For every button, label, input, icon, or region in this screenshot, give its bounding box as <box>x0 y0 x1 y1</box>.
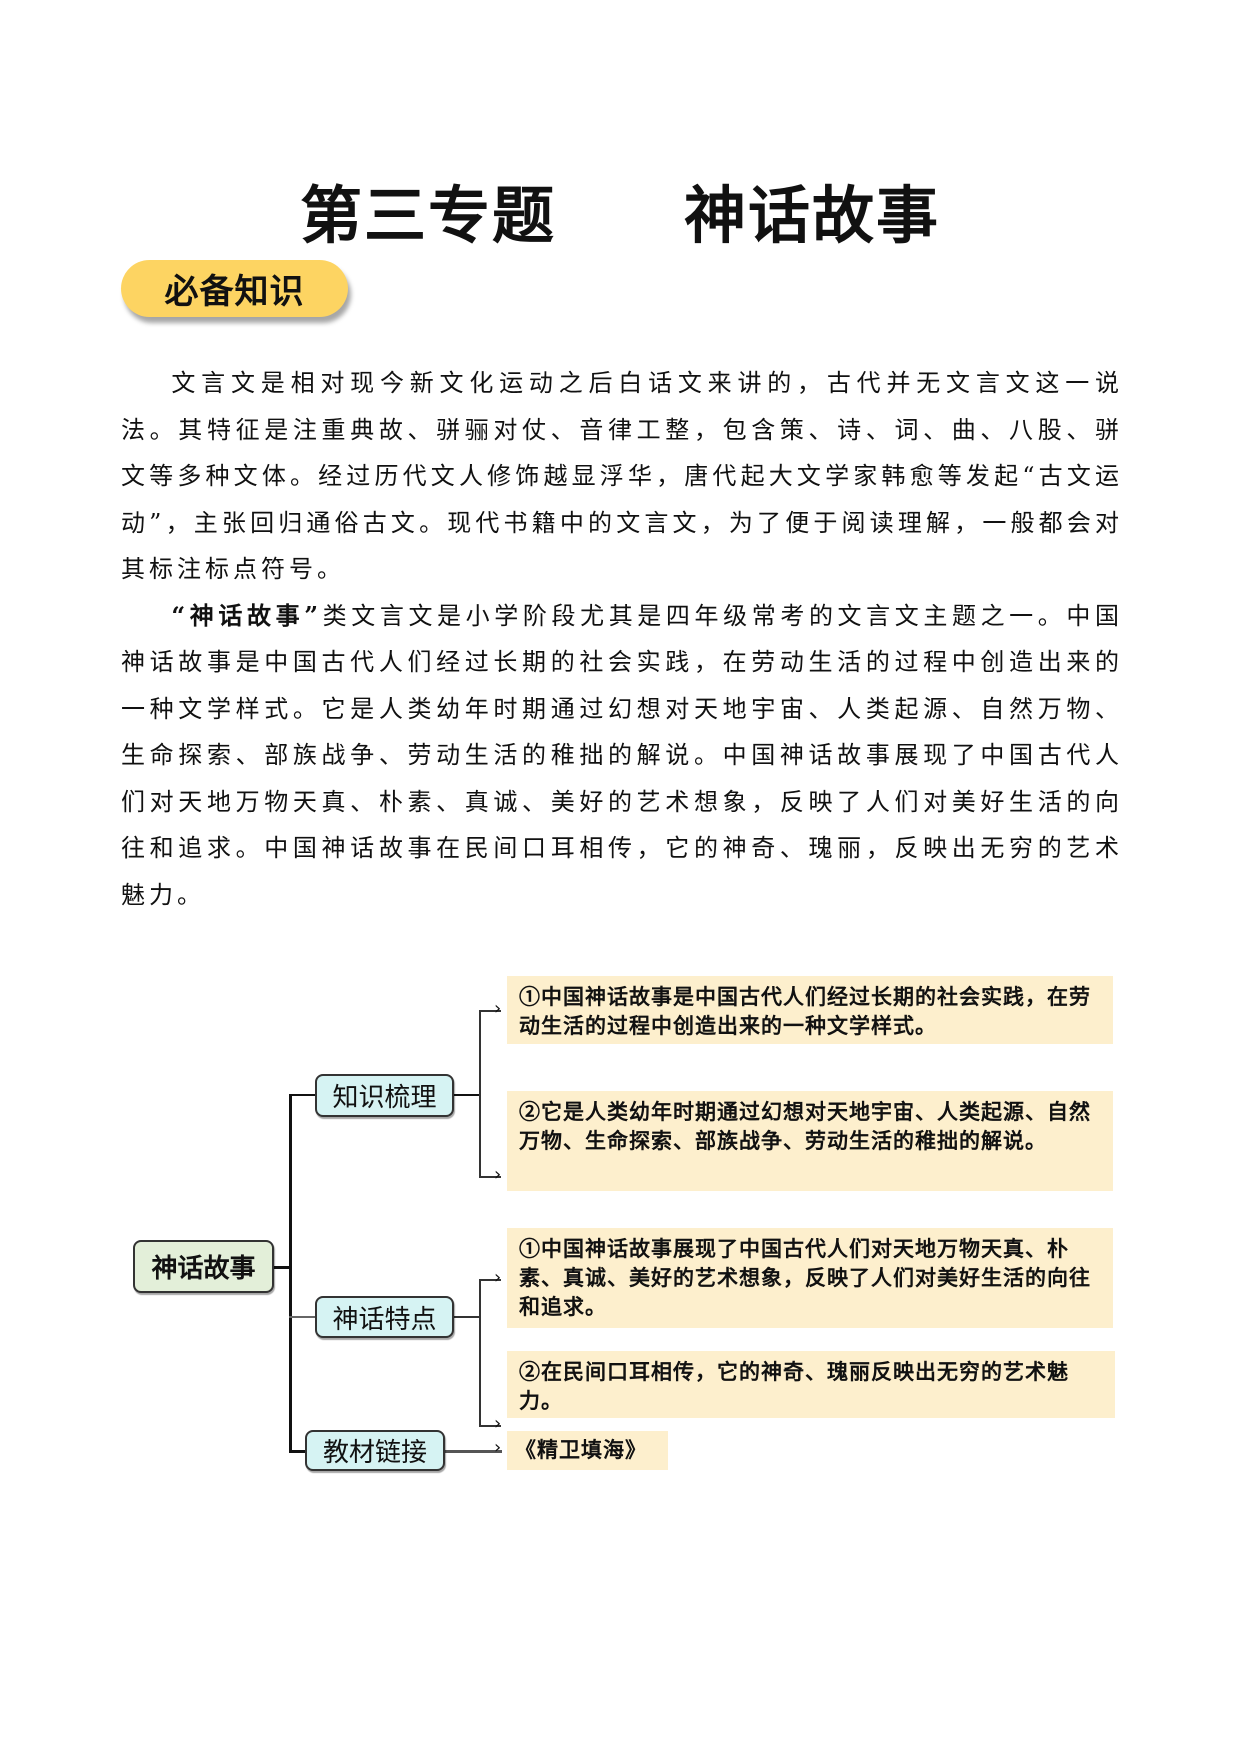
connector-root-stub <box>273 1266 290 1269</box>
arrow-icon: › <box>494 1437 502 1458</box>
page-title: 第三专题 神话故事 <box>299 179 940 252</box>
connector-to-branch-1 <box>289 1094 315 1096</box>
mindmap-root-node: 神话故事 <box>133 1240 274 1293</box>
connector-branch-2-item-2 <box>479 1425 501 1427</box>
paragraph-2: “神话故事”类文言文是小学阶段尤其是四年级常考的文言文主题之一。中国神话故事是中… <box>121 593 1123 919</box>
leaf-features-1: ①中国神话故事展现了中国古代人们对天地万物天真、朴素、真诚、美好的艺术想象，反映… <box>507 1228 1113 1328</box>
arrow-icon: › <box>494 1413 502 1434</box>
leaf-textbook-link-1: 《精卫填海》 <box>507 1431 668 1470</box>
branch-node-textbook-link: 教材链接 <box>305 1430 445 1471</box>
arrow-icon: › <box>494 1267 502 1288</box>
leaf-knowledge-1: ①中国神话故事是中国古代人们经过长期的社会实践，在劳动生活的过程中创造出来的一种… <box>507 976 1113 1044</box>
connector-branch-1-vertical <box>479 1010 481 1177</box>
branch-node-knowledge: 知识梳理 <box>315 1074 454 1117</box>
connector-branch-2-vertical <box>479 1279 481 1426</box>
connector-branch-2-stub <box>453 1316 480 1318</box>
paragraph-1: 文言文是相对现今新文化运动之后白话文来讲的，古代并无文言文这一说法。其特征是注重… <box>121 369 1123 583</box>
branch-node-features: 神话特点 <box>315 1296 454 1338</box>
section-badge: 必备知识 <box>121 260 348 317</box>
connector-trunk <box>289 1094 292 1452</box>
leaf-knowledge-2: ②它是人类幼年时期通过幻想对天地宇宙、人类起源、自然万物、生命探索、部族战争、劳… <box>507 1091 1113 1191</box>
connector-branch-1-item-1 <box>479 1010 501 1012</box>
arrow-icon: › <box>494 998 502 1019</box>
paragraph-2-text: 类文言文是小学阶段尤其是四年级常考的文言文主题之一。中国神话故事是中国古代人们经… <box>121 601 1123 909</box>
connector-to-branch-3 <box>289 1450 305 1453</box>
connector-branch-1-stub <box>453 1094 480 1096</box>
connector-branch-2-item-1 <box>479 1279 501 1281</box>
connector-branch-3-item-1 <box>445 1450 502 1453</box>
arrow-icon: › <box>494 1164 502 1185</box>
paragraph-2-emphasis: “神话故事” <box>171 600 323 630</box>
leaf-features-2: ②在民间口耳相传，它的神奇、瑰丽反映出无穷的艺术魅力。 <box>507 1351 1115 1418</box>
connector-to-branch-2 <box>289 1316 315 1318</box>
intro-text: 文言文是相对现今新文化运动之后白话文来讲的，古代并无文言文这一说法。其特征是注重… <box>121 360 1123 918</box>
connector-branch-1-item-2 <box>479 1176 501 1178</box>
